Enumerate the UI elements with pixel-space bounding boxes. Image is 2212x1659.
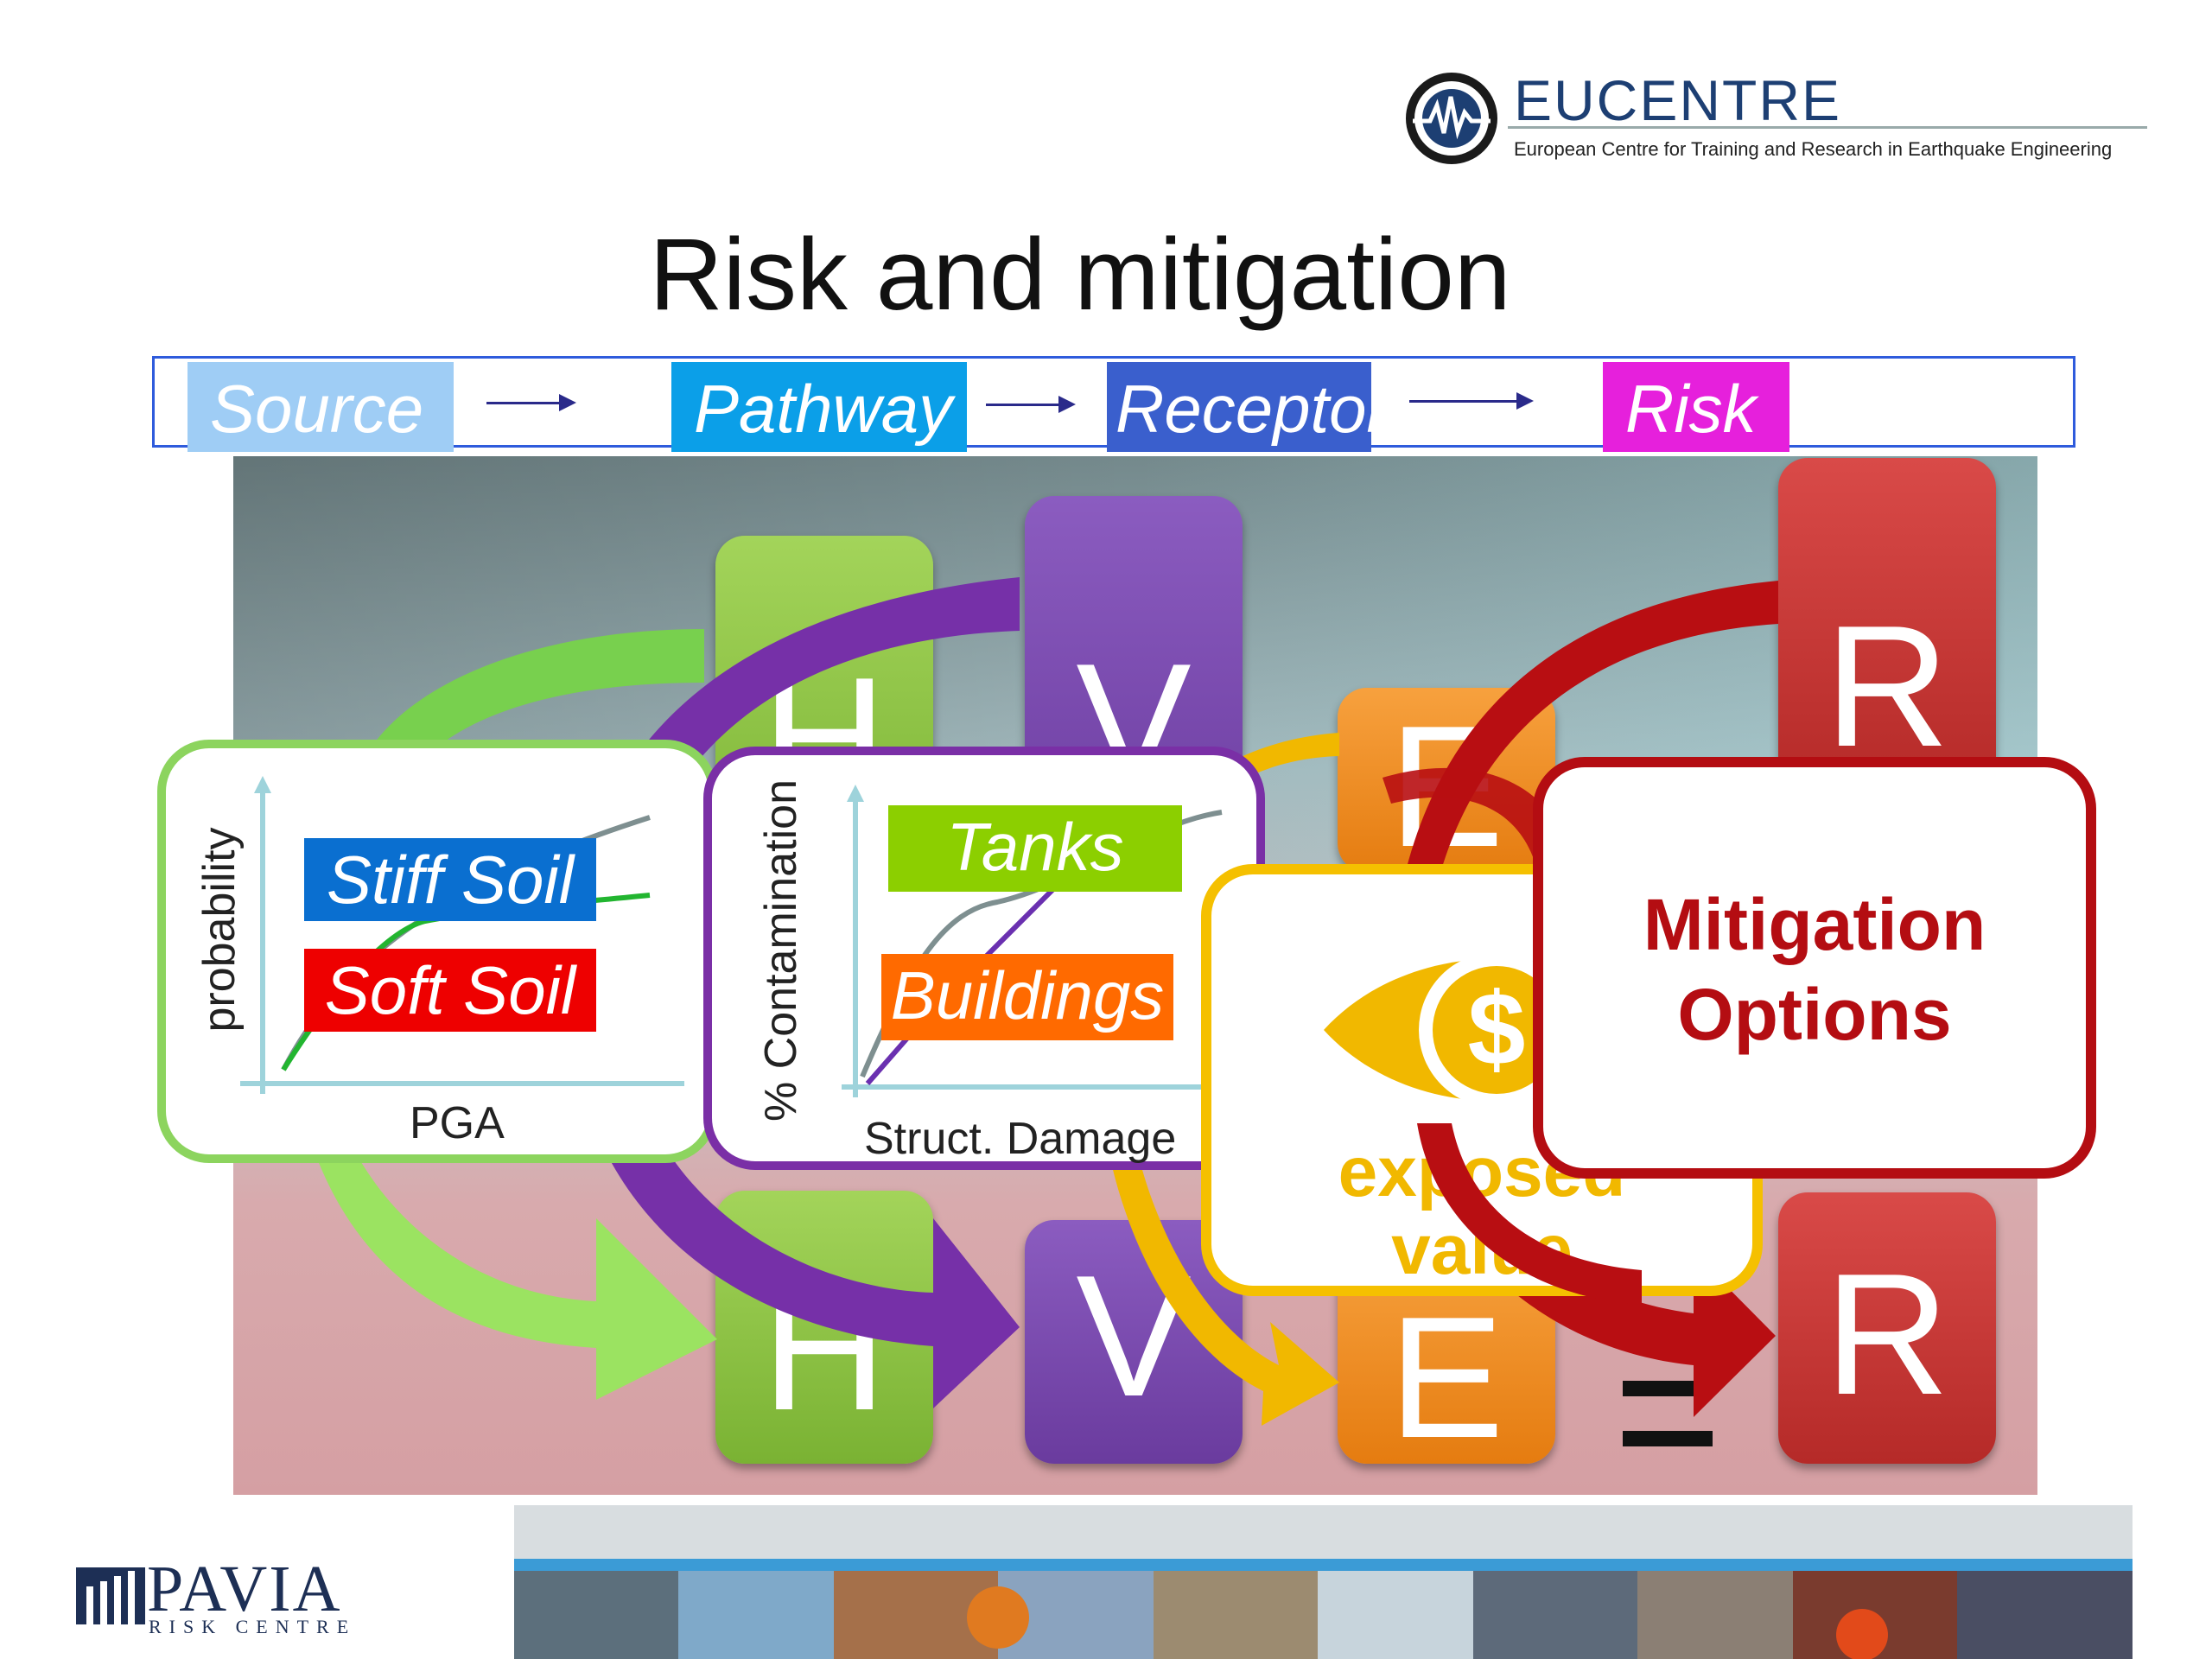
vulnerability-xlabel: Struct. Damage: [864, 1114, 1177, 1164]
flow-arrow-3: [1409, 392, 1534, 410]
hazard-card: probability PGA Stiff Soil Soft Soil: [157, 740, 717, 1163]
pavia-subtitle: RISK CENTRE: [149, 1616, 357, 1637]
flow-step-pathway: Pathway: [671, 362, 967, 452]
tile-bottom-r: R: [1778, 1192, 1996, 1464]
vulnerability-card: % Contamination Struct. Damage Tanks Bui…: [703, 747, 1265, 1170]
eucentre-logo-name: EUCENTRE: [1514, 68, 1842, 132]
slide-title: Risk and mitigation: [649, 218, 1511, 332]
tile-top-r: R: [1778, 458, 1996, 791]
hazard-arrow-lower: [302, 1089, 717, 1400]
flow-bar: Source Pathway Receptor Risk: [152, 356, 2075, 452]
logo-divider: [1508, 126, 2147, 129]
exposure-arrow: [1095, 733, 1339, 1426]
flow-arrow-1: [486, 394, 576, 411]
tag-stiff-soil: Stiff Soil: [304, 838, 596, 921]
flow-step-receptor: Receptor: [1107, 362, 1389, 452]
svg-text:$: $: [1468, 971, 1526, 1087]
eucentre-logo-tagline: European Centre for Training and Researc…: [1514, 138, 2113, 160]
eucentre-globe-icon: [1406, 73, 1497, 164]
hazard-arrow-upper: [363, 629, 704, 779]
pavia-name: PAVIA: [147, 1553, 342, 1625]
hazard-xlabel: PGA: [410, 1098, 505, 1148]
flow-step-risk: Risk: [1603, 362, 1789, 452]
tag-tanks: Tanks: [888, 805, 1182, 892]
mitigation-label: Mitigation Options: [1643, 884, 1986, 1055]
flow-arrow-2: [986, 396, 1076, 413]
tag-buildings: Buildings: [881, 954, 1173, 1040]
hazard-photo-strip: [514, 1505, 2133, 1659]
mitigation-card: Mitigation Options: [1533, 757, 2096, 1179]
tag-soft-soil: Soft Soil: [304, 949, 596, 1032]
pavia-logo-icon: [76, 1567, 145, 1624]
equals-sign: [1623, 1381, 1713, 1396]
flow-step-source: Source: [188, 362, 454, 452]
